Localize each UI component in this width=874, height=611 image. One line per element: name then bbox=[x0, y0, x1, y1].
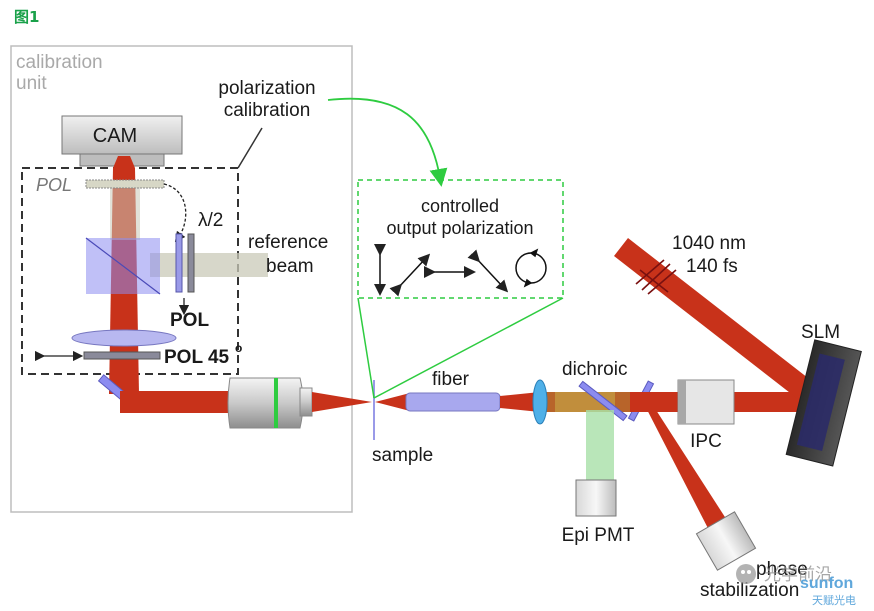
epi-pmt bbox=[575, 479, 617, 517]
beam-to-phase-stabilization bbox=[640, 396, 732, 540]
fiber bbox=[405, 392, 501, 412]
ipc-side bbox=[678, 380, 686, 424]
polarization-calibration-pointer bbox=[237, 127, 263, 169]
half-wave-label: λ/2 bbox=[198, 210, 223, 231]
pol-circular-arrowhead-2 bbox=[523, 278, 533, 288]
phase-label: phase bbox=[756, 559, 808, 580]
ipc-label: IPC bbox=[690, 431, 722, 452]
pol-45-label: POL 45 bbox=[164, 347, 230, 368]
focus-cone-right bbox=[375, 393, 410, 411]
mid-polarizer-label: POL bbox=[170, 310, 209, 331]
top-polarizer bbox=[85, 179, 165, 189]
emission-beam bbox=[586, 410, 614, 482]
laser-input-beam bbox=[614, 238, 826, 410]
stabilization-label: stabilization bbox=[700, 580, 799, 601]
fiber-label: fiber bbox=[432, 369, 470, 390]
controlled-box-link-right bbox=[373, 297, 564, 399]
beam-ipc-to-slm bbox=[734, 392, 810, 412]
pol-diagonal-arrow bbox=[389, 253, 431, 297]
top-polarizer-label: POL bbox=[36, 175, 72, 195]
pulse-marker bbox=[635, 259, 677, 295]
dichroic-label: dichroic bbox=[562, 359, 627, 380]
calibration-unit-label-2: unit bbox=[16, 73, 47, 94]
objective-lens bbox=[227, 377, 304, 429]
coupling-lens bbox=[532, 379, 548, 425]
phase-stabilization-device bbox=[695, 511, 757, 571]
slm-device bbox=[785, 339, 862, 467]
calibration-unit-label: calibration bbox=[16, 52, 103, 73]
horizontal-beam-left bbox=[120, 391, 230, 413]
figure-label: 图1 bbox=[14, 8, 40, 26]
calibration-lens bbox=[71, 329, 177, 347]
reference-beam-label-2: beam bbox=[266, 256, 314, 277]
sample-label: sample bbox=[372, 445, 433, 466]
watermark-text-1: 光学前沿 bbox=[764, 565, 832, 584]
grey-beam-top bbox=[110, 185, 140, 240]
ipc-device bbox=[677, 379, 735, 425]
objective-nose bbox=[299, 387, 313, 417]
dichroic-mirror bbox=[578, 380, 628, 422]
pol-45-superscript: o bbox=[235, 341, 242, 355]
mid-polarizer bbox=[187, 233, 195, 293]
beam-to-ipc bbox=[630, 392, 680, 412]
controlled-box-link-left bbox=[357, 297, 375, 399]
beam-fiber-to-lens bbox=[500, 392, 540, 412]
watermark-logo: 光学前沿 sunfon 天赋光电 bbox=[736, 564, 856, 607]
controlled-output-label-2: output polarization bbox=[386, 218, 533, 238]
calibration-unit-box bbox=[10, 45, 353, 513]
green-callout-arrow bbox=[327, 97, 448, 187]
beam-splitter-diagonal bbox=[85, 237, 161, 295]
polarization-states bbox=[374, 244, 547, 297]
objective-ring bbox=[274, 378, 278, 428]
slm-label: SLM bbox=[801, 322, 840, 343]
polarization-calibration-label-2: calibration bbox=[224, 100, 311, 121]
epi-pmt-label: Epi PMT bbox=[562, 525, 635, 546]
laser-duration-label: 140 fs bbox=[686, 256, 738, 277]
pol-circular-symbol bbox=[515, 252, 547, 284]
reference-beam-label: reference bbox=[248, 232, 328, 253]
camera-label: CAM bbox=[93, 125, 137, 147]
focus-cone-left bbox=[312, 392, 372, 412]
pol-45-plate bbox=[83, 351, 161, 360]
reference-beam bbox=[150, 253, 268, 277]
laser-wavelength-label: 1040 nm bbox=[672, 233, 746, 254]
calibration-beam-cone bbox=[113, 156, 135, 168]
controlled-output-label: controlled bbox=[421, 196, 499, 216]
pol-circular-arrowhead-1 bbox=[529, 248, 539, 258]
rotation-arrow bbox=[163, 183, 187, 243]
camera bbox=[61, 115, 183, 155]
controlled-output-box bbox=[357, 179, 564, 299]
pol-antidiagonal-arrow bbox=[467, 249, 509, 293]
polarization-calibration-label: polarization bbox=[218, 78, 315, 99]
watermark-text-2: sunfon bbox=[800, 575, 853, 592]
watermark-text-3: 天赋光电 bbox=[812, 593, 856, 607]
half-wave-plate bbox=[175, 233, 183, 293]
